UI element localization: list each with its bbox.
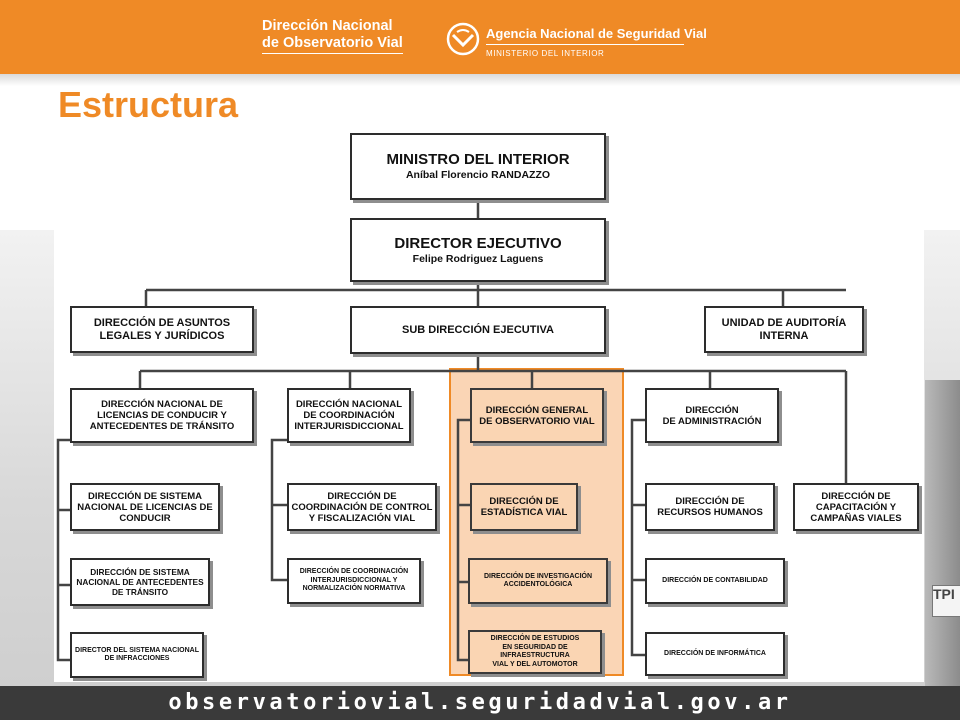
box-normalizacion: DIRECCIÓN DE COORDINACIÓN INTERJURISDICC… xyxy=(287,558,421,604)
box-observatorio-vial: DIRECCIÓN GENERAL DE OBSERVATORIO VIAL xyxy=(470,388,604,443)
footer-url: observatoriovial.seguridadvial.gov.ar xyxy=(168,690,792,715)
header-bar xyxy=(0,0,960,74)
license-plate: TPI xyxy=(932,585,960,617)
box-informatica: DIRECCIÓN DE INFORMÁTICA xyxy=(645,632,785,676)
director-title: DIRECTOR EJECUTIVO xyxy=(394,234,562,252)
director-person: Felipe Rodriguez Laguens xyxy=(412,252,544,265)
page-title: Estructura xyxy=(58,84,239,125)
brand-left: Dirección Nacional de Observatorio Vial xyxy=(262,18,403,54)
box-sistema-licencias: DIRECCIÓN DE SISTEMA NACIONAL DE LICENCI… xyxy=(70,483,220,531)
box-ministro: MINISTRO DEL INTERIOR Aníbal Florencio R… xyxy=(350,133,606,200)
box-administracion: DIRECCIÓN DE ADMINISTRACIÓN xyxy=(645,388,779,443)
brand-left-line1: Dirección Nacional xyxy=(262,18,393,34)
agency-name: Agencia Nacional de Seguridad Vial xyxy=(486,26,707,41)
ministry-name: MINISTERIO DEL INTERIOR xyxy=(486,49,605,58)
footer-bar xyxy=(0,686,960,720)
box-control-fiscalizacion: DIRECCIÓN DE COORDINACIÓN DE CONTROL Y F… xyxy=(287,483,437,531)
box-contabilidad: DIRECCIÓN DE CONTABILIDAD xyxy=(645,558,785,604)
box-sistema-infracciones: DIRECTOR DEL SISTEMA NACIONAL DE INFRACC… xyxy=(70,632,204,678)
header-shadow xyxy=(0,74,960,86)
agency-logo-icon xyxy=(446,22,480,56)
box-estadistica-vial: DIRECCIÓN DE ESTADÍSTICA VIAL xyxy=(470,483,578,531)
connector-col3-side xyxy=(456,418,470,662)
background-photo-edge xyxy=(925,380,960,686)
box-licencias-nacional: DIRECCIÓN NACIONAL DE LICENCIAS DE CONDU… xyxy=(70,388,254,443)
box-sub-direccion: SUB DIRECCIÓN EJECUTIVA xyxy=(350,306,606,354)
box-auditoria: UNIDAD DE AUDITORÍA INTERNA xyxy=(704,306,864,353)
agency-divider xyxy=(486,44,684,45)
box-capacitacion: DIRECCIÓN DE CAPACITACIÓN Y CAMPAÑAS VIA… xyxy=(793,483,919,531)
box-coordinacion-nacional: DIRECCIÓN NACIONAL DE COORDINACIÓN INTER… xyxy=(287,388,411,443)
box-sistema-antecedentes: DIRECCIÓN DE SISTEMA NACIONAL DE ANTECED… xyxy=(70,558,210,606)
brand-left-line2: de Observatorio Vial xyxy=(262,35,403,54)
box-asuntos-legales: DIRECCIÓN DE ASUNTOS LEGALES Y JURÍDICOS xyxy=(70,306,254,353)
connector-col1-side xyxy=(56,438,70,662)
box-estudios-infraestructura: DIRECCIÓN DE ESTUDIOS EN SEGURIDAD DE IN… xyxy=(468,630,602,674)
box-director: DIRECTOR EJECUTIVO Felipe Rodriguez Lagu… xyxy=(350,218,606,282)
connector-col2-side xyxy=(270,438,287,582)
box-investigacion-accidentologica: DIRECCIÓN DE INVESTIGACIÓN ACCIDENTOLÓGI… xyxy=(468,558,608,604)
ministro-title: MINISTRO DEL INTERIOR xyxy=(386,151,570,168)
connector-col4-side xyxy=(630,418,645,657)
ministro-person: Aníbal Florencio RANDAZZO xyxy=(405,169,551,181)
box-recursos-humanos: DIRECCIÓN DE RECURSOS HUMANOS xyxy=(645,483,775,531)
